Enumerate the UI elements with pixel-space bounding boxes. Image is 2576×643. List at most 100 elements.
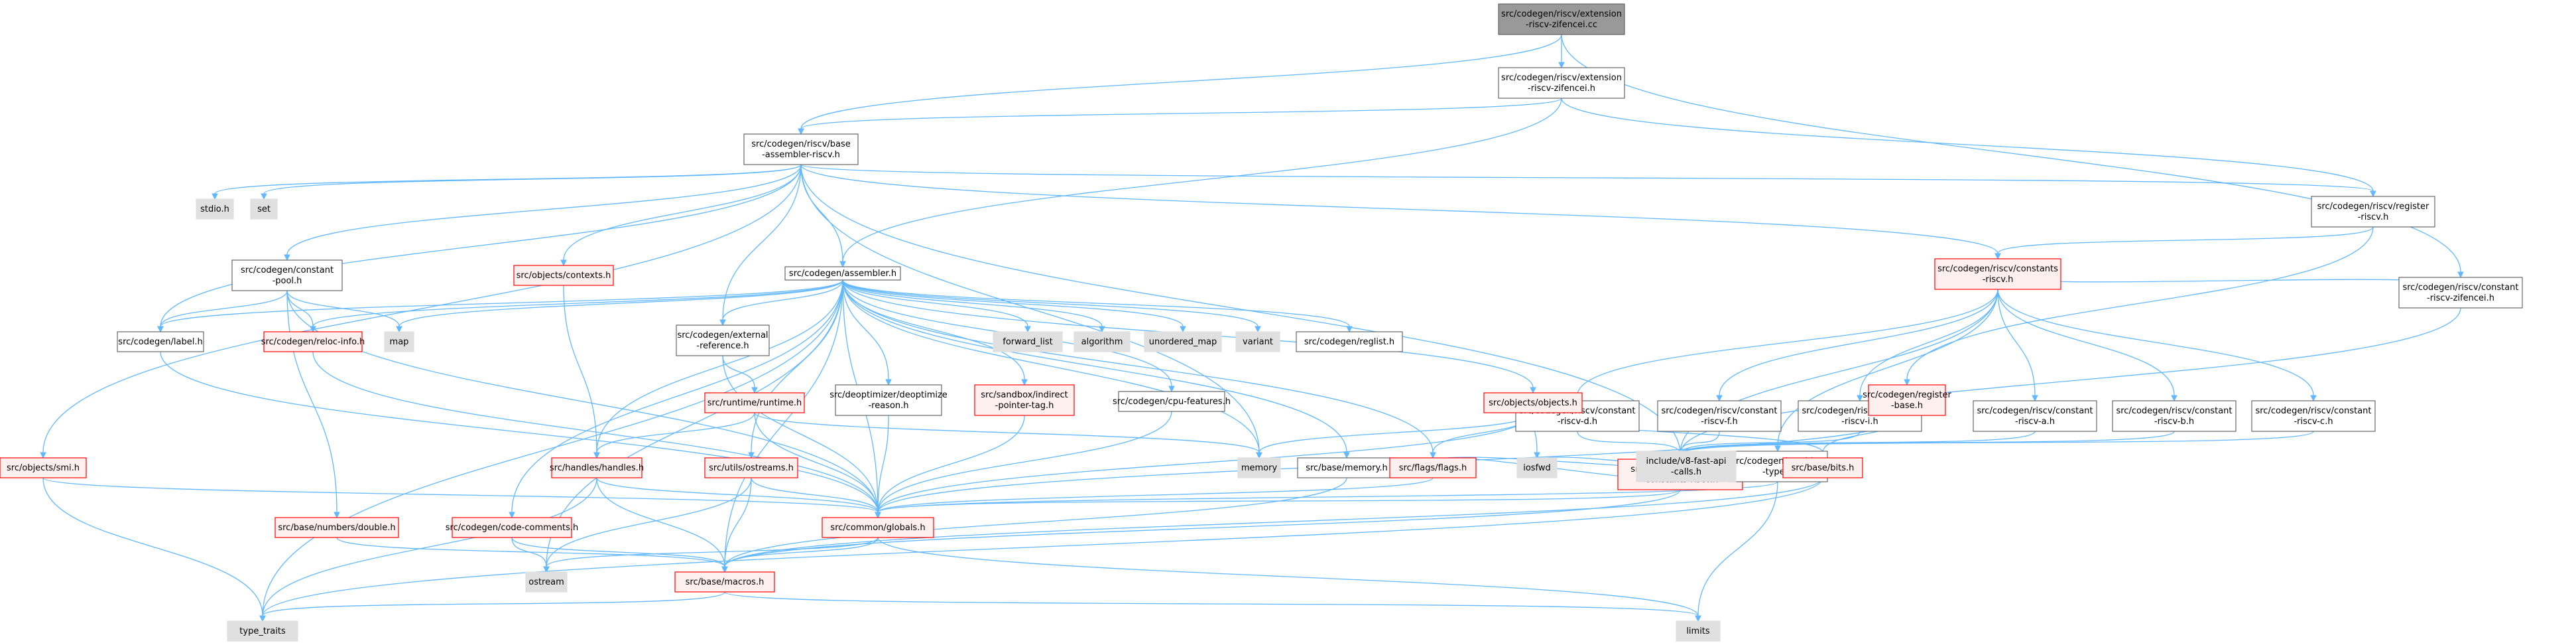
edge-base_asm-to-stdio — [212, 164, 802, 200]
node-box — [1498, 3, 1625, 35]
node-label: src/objects/contexts.h — [517, 271, 611, 281]
edge-flags-to-globals — [875, 477, 1434, 519]
node-const_zif[interactable]: src/codegen/riscv/constant-riscv-zifence… — [2398, 277, 2523, 309]
node-codecomments[interactable]: src/codegen/code-comments.h — [446, 517, 579, 538]
node-base_asm[interactable]: src/codegen/riscv/base-assembler-riscv.h — [743, 133, 859, 165]
edge-const_pool-to-double — [286, 290, 340, 519]
node-runtime[interactable]: src/runtime/runtime.h — [704, 392, 805, 413]
node-box — [275, 517, 399, 538]
node-label: src/codegen/riscv/constant — [1661, 406, 1777, 416]
edge-assembler-to-handles — [593, 279, 843, 459]
node-regbase[interactable]: src/codegen/register-base.h — [1863, 384, 1952, 416]
node-reg_riscv[interactable]: src/codegen/riscv/register-riscv.h — [2311, 196, 2435, 228]
node-box — [1389, 457, 1477, 478]
edge-base_asm-to-smi — [40, 164, 802, 459]
edge-label-to-globals — [160, 351, 881, 519]
node-label: -riscv-zifencei.cc — [1526, 20, 1597, 30]
node-bits[interactable]: src/base/bits.h — [1782, 457, 1863, 478]
node-label: -riscv-f.h — [1701, 417, 1738, 427]
node-flags[interactable]: src/flags/flags.h — [1389, 457, 1477, 478]
node-fastapi[interactable]: include/v8-fast-api-calls.h — [1636, 451, 1737, 482]
node-box — [993, 331, 1063, 352]
node-label: src/codegen/code-comments.h — [446, 523, 579, 533]
node-sandbox[interactable]: src/sandbox/indirect-pointer-tag.h — [974, 384, 1075, 416]
node-iosfwd[interactable]: iosfwd — [1516, 457, 1558, 478]
node-box — [835, 384, 942, 416]
node-ostream[interactable]: ostream — [525, 571, 568, 593]
node-box — [1237, 457, 1281, 478]
edge-constants-to-const_zif — [1997, 273, 2464, 294]
node-box — [525, 571, 568, 593]
node-c_a[interactable]: src/codegen/riscv/constant-riscv-a.h — [1973, 400, 2097, 432]
node-contexts[interactable]: src/objects/contexts.h — [513, 265, 614, 286]
node-label: src/codegen/reglist.h — [1304, 337, 1394, 347]
node-label: src/codegen/register — [1863, 390, 1951, 400]
edge-constants-to-c_c — [1997, 289, 2317, 402]
node-c_i[interactable]: src/codegen/riscv/constant-riscv-i.h — [1798, 400, 1922, 432]
edge-constants-to-c_i — [1857, 289, 1998, 402]
node-label: forward_list — [1003, 337, 1052, 347]
node-c_b[interactable]: src/codegen/riscv/constant-riscv-b.h — [2112, 400, 2237, 432]
node-c_f[interactable]: src/codegen/riscv/constant-riscv-f.h — [1657, 400, 1782, 432]
node-box — [1498, 67, 1625, 99]
edge-reg_riscv-to-regbase — [1904, 226, 2374, 386]
edge-assembler-to-extref — [719, 279, 843, 326]
node-box — [1073, 331, 1131, 352]
node-variant[interactable]: variant — [1235, 331, 1280, 352]
node-ostreams[interactable]: src/utils/ostreams.h — [704, 457, 798, 478]
edge-constants-to-c_f — [1716, 289, 1998, 402]
node-box — [2398, 277, 2523, 309]
node-double[interactable]: src/base/numbers/double.h — [275, 517, 399, 538]
edge-machtype-to-limits — [1695, 481, 1778, 622]
node-label: unordered_map — [1149, 337, 1217, 347]
node-limits[interactable]: limits — [1676, 620, 1721, 642]
edge-bits-to-type_traits — [259, 477, 1823, 622]
node-c_c[interactable]: src/codegen/riscv/constant-riscv-c.h — [2251, 400, 2376, 432]
node-label: src/objects/objects.h — [1489, 398, 1577, 408]
node-unordered_map[interactable]: unordered_map — [1144, 331, 1222, 352]
node-memory[interactable]: memory — [1237, 457, 1281, 478]
node-label: src/deoptimizer/deoptimize — [829, 390, 948, 400]
node-box — [117, 331, 204, 352]
edge-constants-to-base_consts — [1677, 289, 1998, 461]
node-label: include/v8-fast-api — [1646, 457, 1726, 466]
node-extref[interactable]: src/codegen/external-reference.h — [676, 324, 770, 356]
node-deopt[interactable]: src/deoptimizer/deoptimize-reason.h — [829, 384, 948, 416]
node-root[interactable]: src/codegen/riscv/extension-riscv-zifenc… — [1498, 3, 1625, 35]
node-relocinfo[interactable]: src/codegen/reloc-info.h — [261, 331, 365, 352]
node-label: iosfwd — [1523, 463, 1551, 473]
node-set[interactable]: set — [250, 198, 278, 220]
node-box — [250, 198, 278, 220]
node-const_pool[interactable]: src/codegen/constant-pool.h — [231, 259, 343, 291]
edge-handles-to-macros — [596, 477, 728, 573]
node-box — [263, 331, 363, 352]
node-label: -riscv-a.h — [2015, 417, 2055, 427]
node-objects[interactable]: src/objects/objects.h — [1483, 392, 1583, 413]
node-label: set — [257, 204, 271, 214]
node-stdio[interactable]: stdio.h — [196, 198, 234, 220]
node-box — [974, 384, 1075, 416]
node-algorithm[interactable]: algorithm — [1073, 331, 1131, 352]
node-label: src/codegen/riscv/constant — [1977, 406, 2093, 416]
node-map[interactable]: map — [384, 331, 414, 352]
node-basememory[interactable]: src/base/memory.h — [1297, 457, 1396, 478]
node-assembler[interactable]: src/codegen/assembler.h — [784, 266, 901, 281]
edge-extz_h-to-assembler — [839, 98, 1562, 268]
edge-assembler-to-flags — [842, 279, 1436, 459]
node-label: type_traits — [239, 626, 286, 636]
node-cpufeat[interactable]: src/codegen/cpu-features.h — [1113, 391, 1231, 412]
node-label[interactable]: src/codegen/label.h — [117, 331, 204, 352]
node-handles[interactable]: src/handles/handles.h — [550, 457, 644, 478]
node-macros[interactable]: src/base/macros.h — [674, 571, 775, 593]
node-smi[interactable]: src/objects/smi.h — [0, 457, 87, 478]
node-type_traits[interactable]: type_traits — [227, 620, 298, 642]
node-extz_h[interactable]: src/codegen/riscv/extension-riscv-zifenc… — [1498, 67, 1625, 99]
node-constants[interactable]: src/codegen/riscv/constants-riscv.h — [1934, 258, 2061, 290]
node-globals[interactable]: src/common/globals.h — [822, 517, 934, 538]
node-box — [452, 517, 572, 538]
node-reglist[interactable]: src/codegen/reglist.h — [1296, 331, 1403, 352]
node-label: src/base/macros.h — [686, 577, 765, 587]
node-forward_list[interactable]: forward_list — [993, 331, 1063, 352]
node-box — [384, 331, 414, 352]
